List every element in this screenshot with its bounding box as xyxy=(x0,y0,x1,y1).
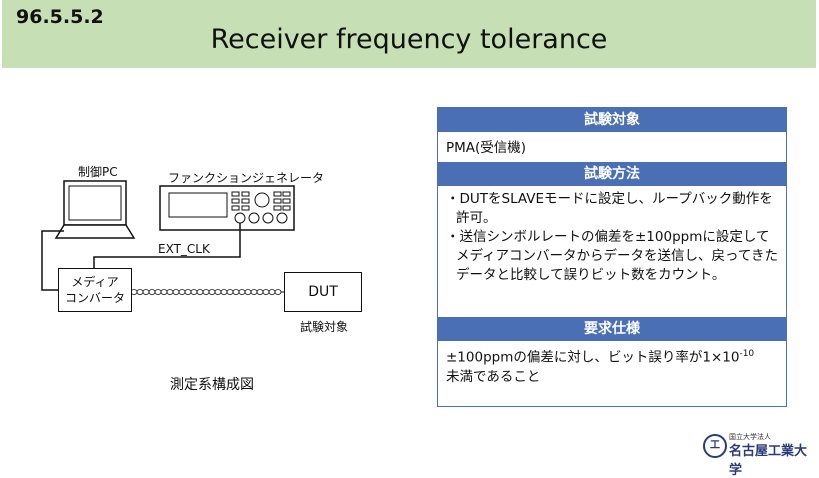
method-list: ・DUTをSLAVEモードに設定し、ループバック動作を許可。 ・送信シンボルレー… xyxy=(446,190,782,285)
ext-clk-cable xyxy=(93,223,241,268)
fiber-bead xyxy=(250,289,258,295)
fiber-bead xyxy=(262,289,270,295)
media-converter-box: メディア コンバータ xyxy=(58,268,132,312)
fiber-bead xyxy=(226,289,234,295)
university-emblem-icon: 工 xyxy=(703,434,727,458)
fiber-bead xyxy=(208,289,216,295)
spec-text-tail: 未満であること xyxy=(446,368,541,385)
title-banner: 96.5.5.2 Receiver frequency tolerance xyxy=(2,0,816,68)
pc-label: 制御PC xyxy=(78,165,118,179)
fiber-bead xyxy=(214,289,222,295)
fiber-bead xyxy=(244,289,252,295)
fiber-bead xyxy=(190,289,198,295)
fiber-bead xyxy=(196,289,204,295)
test-info-panel: 試験対象 PMA(受信機) 試験方法 ・DUTをSLAVEモードに設定し、ループ… xyxy=(437,107,787,407)
fiber-bead xyxy=(172,289,180,295)
ext-clk-label: EXT_CLK xyxy=(158,242,210,256)
fiber-bead xyxy=(178,289,186,295)
dut-label: DUT xyxy=(308,284,338,300)
target-text: PMA(受信機) xyxy=(446,140,527,156)
fiber-bead xyxy=(220,289,228,295)
fiber-bead xyxy=(238,289,246,295)
fiber-bead xyxy=(256,289,264,295)
converter-label-line2: コンバータ xyxy=(64,291,125,305)
fiber-bead xyxy=(202,289,210,295)
spec-header: 要求仕様 xyxy=(438,317,786,341)
fiber-bead xyxy=(268,289,276,295)
fiber-bead xyxy=(148,289,156,295)
dut-caption: 試験対象 xyxy=(300,320,349,334)
logo-small-text: 国立大学法人 xyxy=(729,433,771,441)
slide-title: Receiver frequency tolerance xyxy=(210,24,608,55)
spec-text-main: ±100ppmの偏差に対し、ビット誤り率が1×10 xyxy=(446,349,740,366)
generator-label: ファンクションジェネレータ xyxy=(168,171,325,185)
method-item: ・DUTをSLAVEモードに設定し、ループバック動作を許可。 xyxy=(446,191,773,226)
fiber-cable xyxy=(130,289,284,295)
pc-cable xyxy=(41,230,64,291)
spec-text: ±100ppmの偏差に対し、ビット誤り率が1×10-10 未満であること xyxy=(446,345,782,387)
fiber-bead xyxy=(184,289,192,295)
laptop-icon xyxy=(54,180,136,239)
converter-label-line1: メディア xyxy=(71,275,119,289)
fiber-bead xyxy=(232,289,240,295)
fiber-bead xyxy=(166,289,174,295)
diagram-caption: 測定系構成図 xyxy=(170,377,254,393)
method-header: 試験方法 xyxy=(438,162,786,186)
fiber-bead xyxy=(136,289,144,295)
function-generator-icon xyxy=(159,185,295,231)
spec-exponent: -10 xyxy=(739,349,755,359)
fiber-bead xyxy=(142,289,150,295)
diagram-drawing xyxy=(41,180,295,295)
fiber-bead xyxy=(154,289,162,295)
university-logo: 工 国立大学法人 名古屋工業大学 xyxy=(703,432,815,478)
fiber-bead xyxy=(274,289,282,295)
section-number: 96.5.5.2 xyxy=(16,6,104,28)
logo-name: 名古屋工業大学 xyxy=(729,444,808,478)
dut-box: DUT xyxy=(284,272,362,312)
fiber-bead xyxy=(160,289,168,295)
target-header: 試験対象 xyxy=(438,108,786,132)
method-item: ・送信シンボルレートの偏差を±100ppmに設定してメディアコンバータからデータ… xyxy=(446,229,778,283)
